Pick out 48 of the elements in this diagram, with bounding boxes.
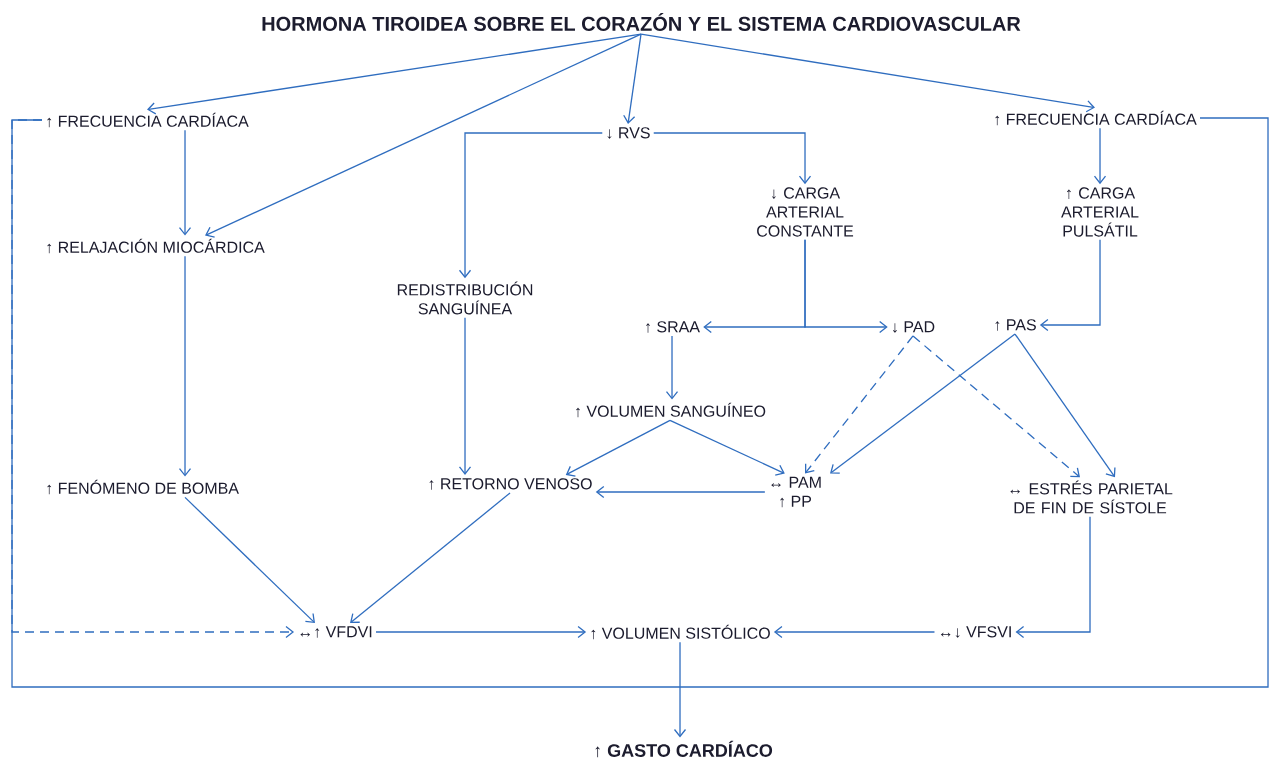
concept-label: ↓ CARGA ARTERIAL CONSTANTE	[757, 187, 854, 237]
arrow	[595, 485, 766, 499]
concept-label: ↓ PAD	[893, 321, 935, 333]
arrow	[375, 625, 587, 639]
arrow	[1093, 127, 1107, 185]
concept-label: ↑ GASTO CARDÍACO	[595, 740, 773, 758]
arrow	[1039, 239, 1101, 332]
dashed-arrow	[805, 335, 914, 474]
arrow	[665, 335, 679, 400]
arrow	[804, 239, 888, 334]
arrow	[673, 641, 687, 738]
concept-label: ↑ PAS	[995, 319, 1036, 331]
concept-label: ↔↑ VFDVI	[300, 626, 372, 638]
concept-label: ↑ VOLUMEN SISTÓLICO	[591, 624, 770, 640]
title-text: HORMONA TIROIDEA SOBRE EL CORAZÓN Y EL SISTEMA CARDIOVASCULAR	[262, 13, 1021, 31]
concept-label: ↔↓ VFSVI	[940, 626, 1011, 638]
concept-label: ↔ ESTRÉS PARIETAL DE FIN DE SÍSTOLE	[1010, 480, 1173, 514]
concept-label: ↔ PAM ↑ PP	[771, 476, 821, 508]
arrow	[178, 129, 192, 236]
arrow	[623, 33, 642, 124]
concept-label: ↑ FRECUENCIA CARDÍACA	[995, 110, 1197, 126]
concept-label: ↑ CARGA ARTERIAL PULSÁTIL	[1061, 187, 1139, 237]
arrow	[350, 492, 511, 624]
arrow	[184, 496, 315, 624]
connector-line	[11, 117, 1269, 688]
arrow	[565, 419, 671, 477]
concept-label: ↑ FRECUENCIA CARDÍACA	[47, 112, 249, 128]
arrow	[640, 33, 1095, 113]
arrow	[1014, 333, 1116, 478]
arrow	[458, 317, 472, 475]
concept-label: ↑ FENÓMENO DE BOMBA	[47, 479, 239, 495]
arrow	[178, 255, 192, 477]
arrow	[830, 333, 1016, 474]
arrow	[773, 625, 936, 639]
concept-label: ↑ RELAJACIÓN MIOCÁRDICA	[47, 238, 265, 254]
concept-label: ↑ VOLUMEN SANGUÍNEO	[576, 402, 766, 418]
concept-label: REDISTRIBUCIÓN SANGUÍNEA	[397, 281, 533, 315]
arrow	[669, 419, 785, 476]
dashed-arrow	[912, 335, 1080, 478]
concept-label: ↑ RETORNO VENOSO	[429, 478, 592, 490]
arrow	[653, 132, 812, 185]
arrow	[1015, 516, 1091, 639]
dashed-arrow	[11, 119, 295, 639]
concept-label: ↑ SRAA	[646, 321, 700, 333]
arrow	[458, 132, 603, 279]
arrow	[205, 33, 642, 238]
concept-label: ↓ RVS	[607, 127, 650, 139]
arrow	[147, 33, 642, 115]
